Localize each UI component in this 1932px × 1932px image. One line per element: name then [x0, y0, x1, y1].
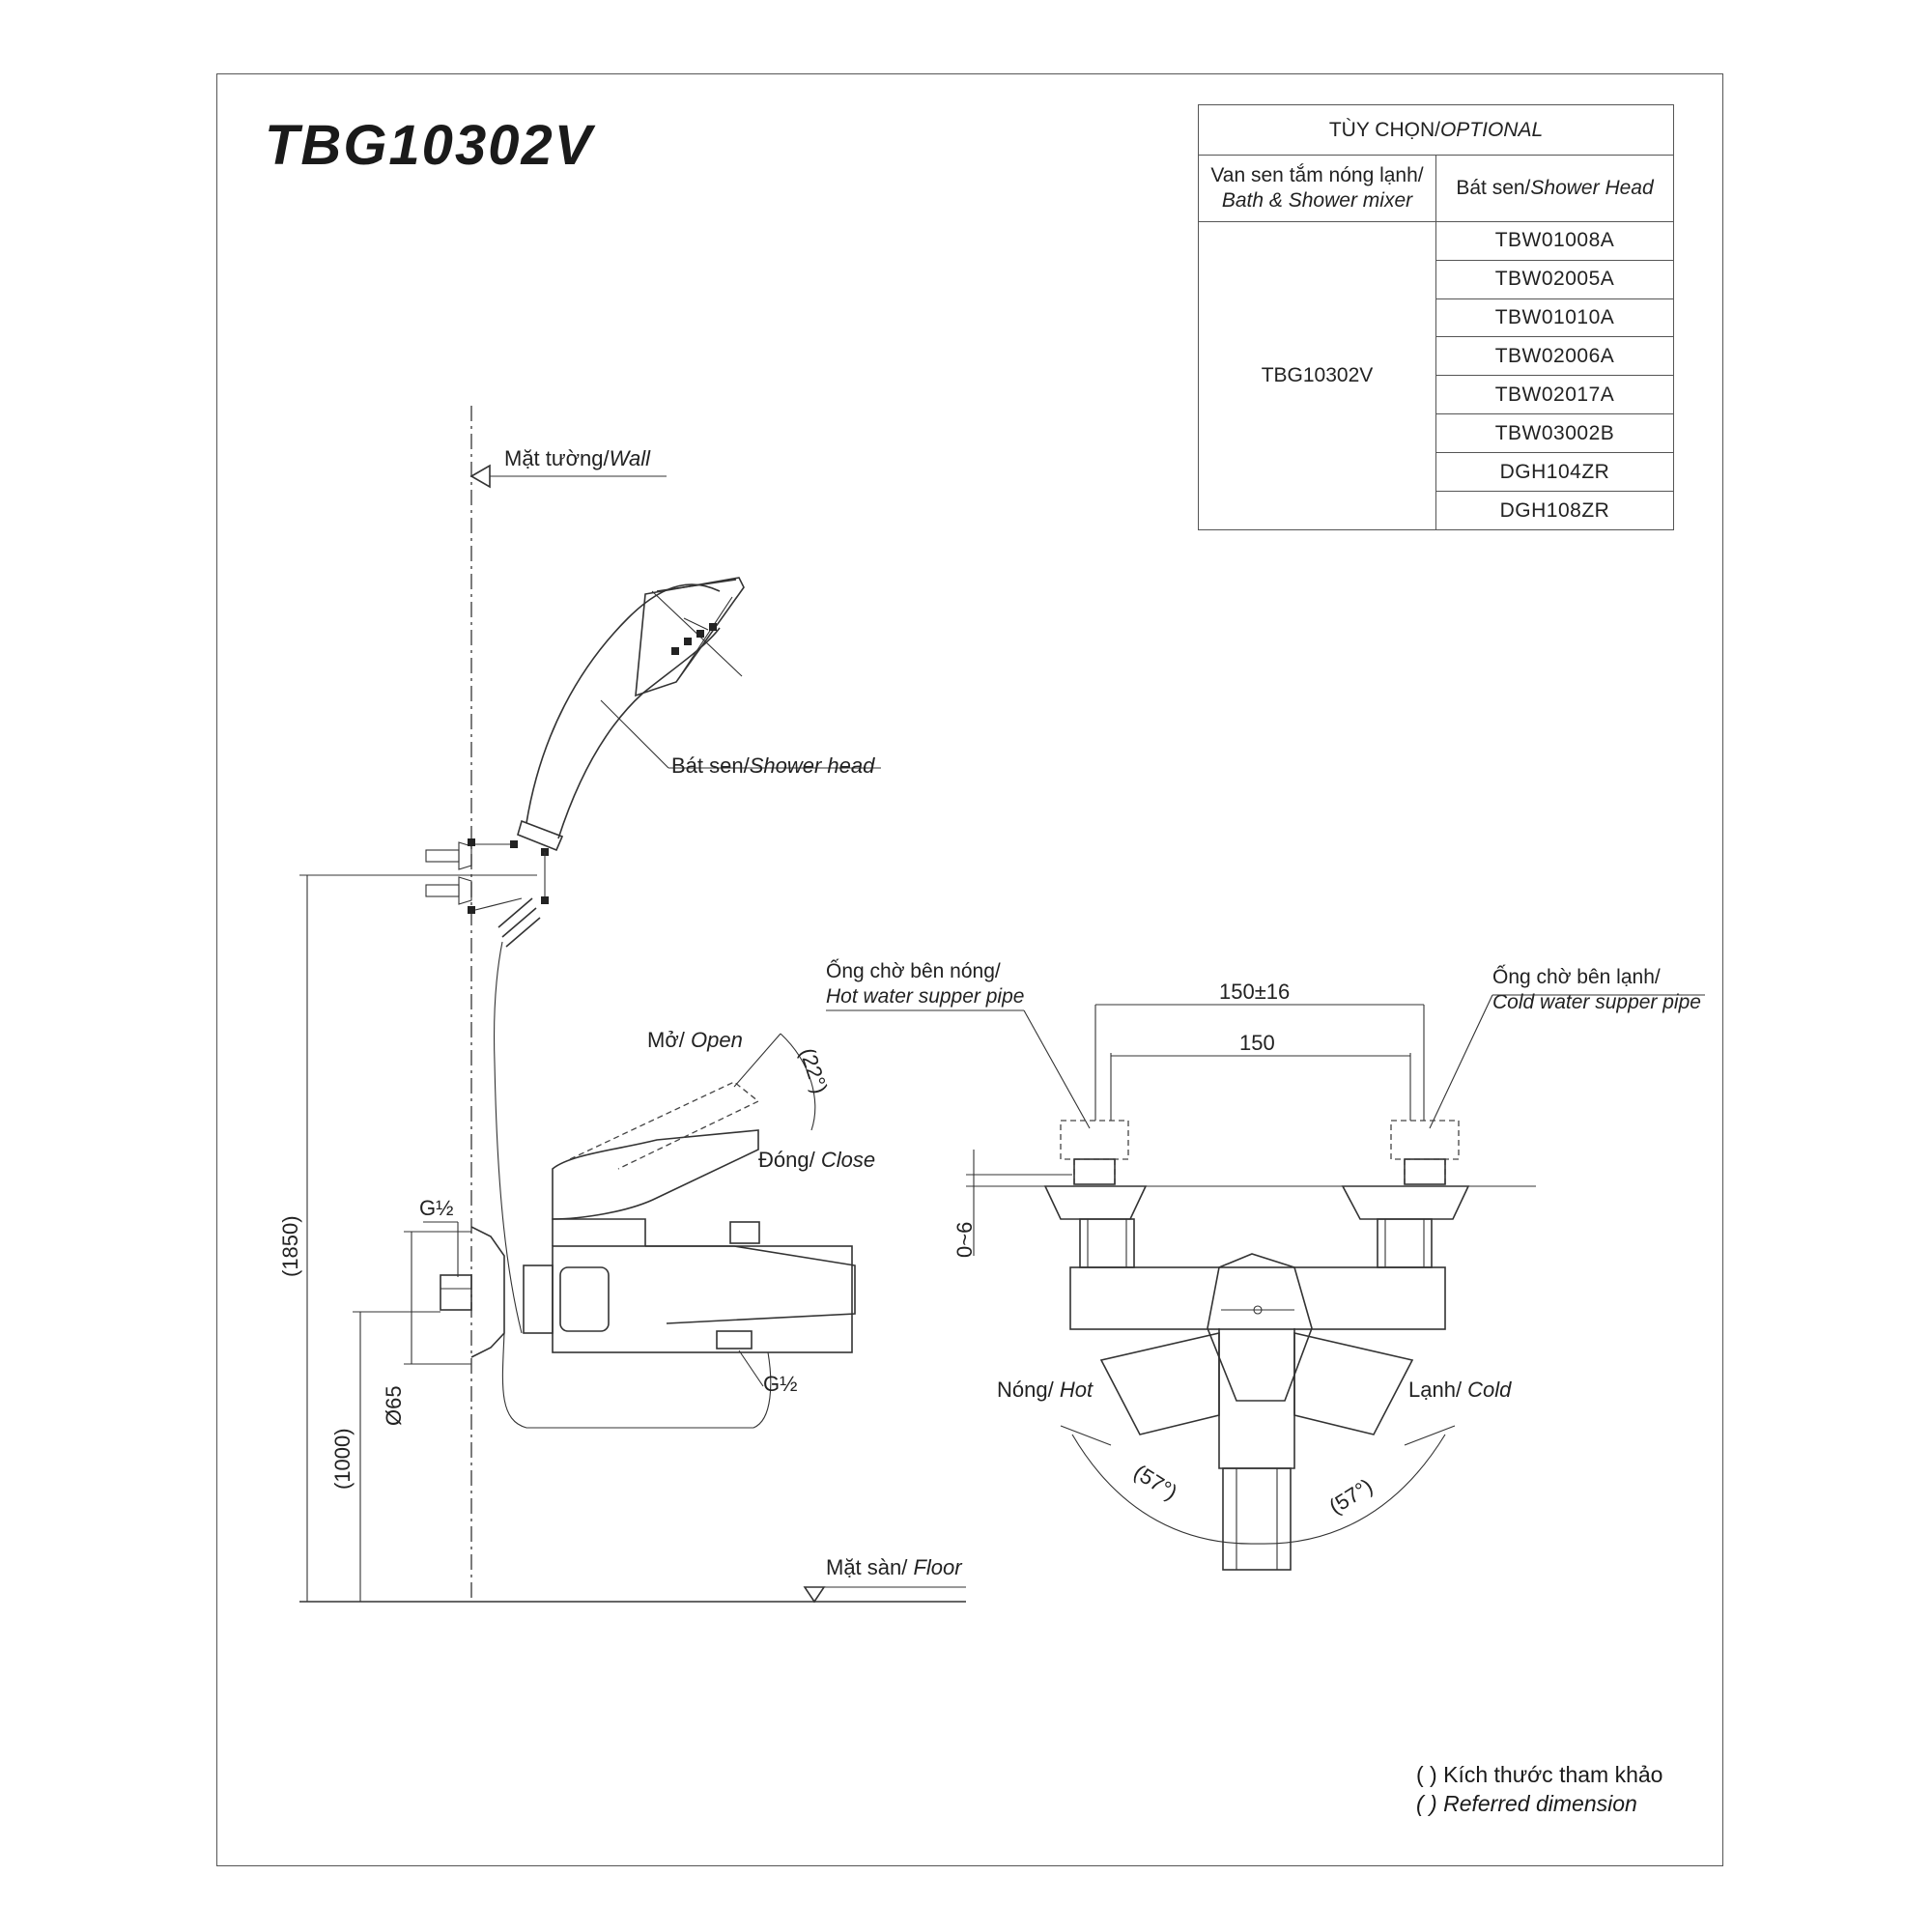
- wall-bracket-drawing: [425, 838, 549, 1334]
- mixer-side-drawing: [440, 1081, 856, 1429]
- reference-note: ( ) Kích thước tham khảo ( ) Referred di…: [1416, 1760, 1662, 1818]
- shower-head-model: TBW01008A: [1435, 220, 1674, 261]
- cold-pipe-label-en: Cold water supper pipe: [1492, 991, 1701, 1013]
- offset-label: 0~6: [952, 1222, 977, 1258]
- front-view: Ống chờ bên nóng/ Hot water supper pipe …: [826, 959, 1705, 1571]
- shower-head-model: TBW02017A: [1435, 375, 1674, 415]
- page-title: TBG10302V: [265, 114, 594, 177]
- floor-label: Mặt sàn/ Floor: [826, 1555, 963, 1579]
- hot-pipe-label-vi: Ống chờ bên nóng/: [826, 959, 1001, 982]
- shower-head-model: DGH108ZR: [1435, 491, 1674, 530]
- floor-marker-icon: [803, 1586, 826, 1604]
- reference-note-en: ( ) Referred dimension: [1416, 1791, 1637, 1816]
- spacing-label: 150: [1239, 1031, 1275, 1055]
- side-view: Mặt tường/Wall Mặt sàn/ Floor Bát sen/Sh…: [278, 406, 966, 1604]
- diameter-label: Ø65: [382, 1385, 406, 1426]
- reference-note-vi: ( ) Kích thước tham khảo: [1416, 1762, 1663, 1787]
- shower-head-model: TBW01010A: [1435, 298, 1674, 338]
- shower-head-column-header: Bát sen/Shower Head: [1435, 155, 1674, 222]
- cold-pipe-label-vi: Ống chờ bên lạnh/: [1492, 965, 1661, 988]
- handle-angle-label: (22°): [795, 1045, 833, 1096]
- spacing-tolerance-label: 150±16: [1219, 980, 1290, 1004]
- hot-angle-label: (57°): [1129, 1460, 1181, 1505]
- thread-top-label: G½: [419, 1196, 453, 1220]
- cold-label: Lạnh/ Cold: [1408, 1378, 1512, 1402]
- shower-head-drawing: Bát sen/Shower head: [517, 577, 881, 852]
- height-1000-label: (1000): [330, 1428, 355, 1490]
- open-label: Mở/ Open: [647, 1028, 743, 1052]
- wall-label: Mặt tường/Wall: [504, 446, 651, 470]
- optional-table-header: TÙY CHỌN/OPTIONAL: [1198, 103, 1674, 156]
- hot-pipe-label-en: Hot water supper pipe: [826, 985, 1024, 1008]
- optional-table: TÙY CHỌN/OPTIONAL Van sen tắm nóng lạnh/…: [1198, 103, 1674, 531]
- thread-bottom-label: G½: [763, 1372, 797, 1396]
- shower-head-model: TBW02005A: [1435, 259, 1674, 299]
- shower-head-model: TBW02006A: [1435, 336, 1674, 377]
- height-1850-label: (1850): [278, 1215, 302, 1277]
- wall-marker-icon: [469, 464, 491, 489]
- shower-head-label: Bát sen/Shower head: [671, 753, 875, 778]
- mixer-model-cell: TBG10302V: [1198, 220, 1436, 531]
- cold-angle-label: (57°): [1324, 1474, 1377, 1520]
- hot-label: Nóng/ Hot: [997, 1378, 1094, 1402]
- drawing-frame: [216, 73, 1723, 1866]
- close-label: Đóng/ Close: [758, 1148, 875, 1172]
